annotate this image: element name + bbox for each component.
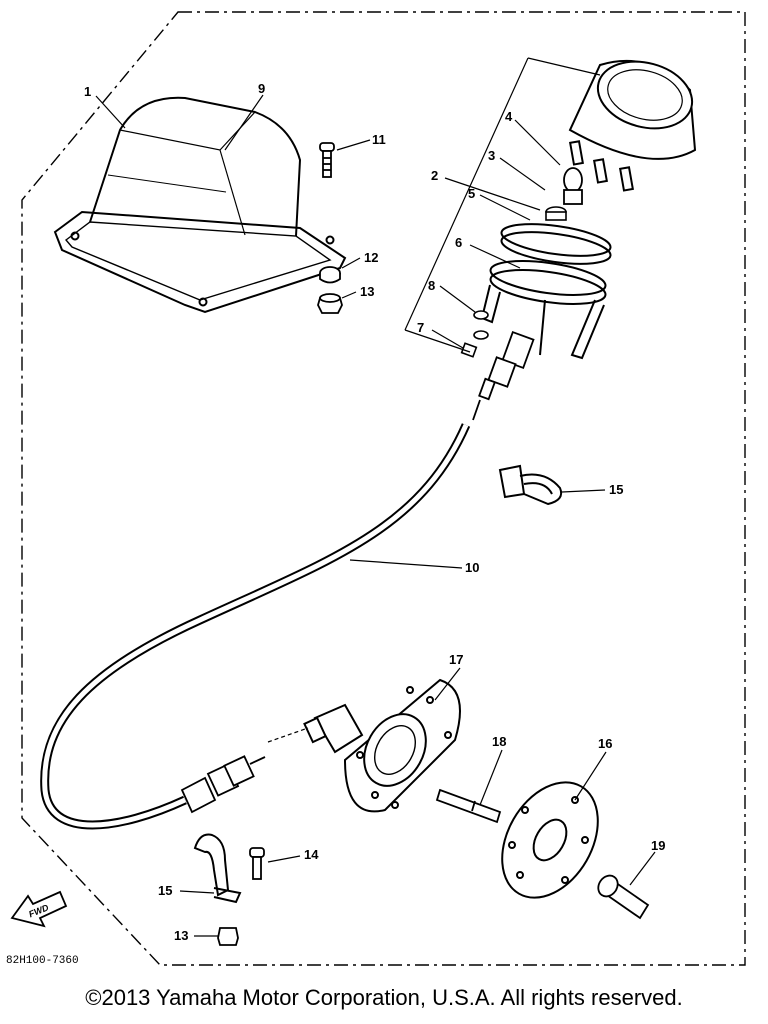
damper-ring-5 bbox=[500, 223, 612, 265]
screw-11 bbox=[319, 142, 335, 178]
assembly-boundary bbox=[21, 11, 746, 966]
nut-13-bottom bbox=[217, 927, 239, 946]
callout-14: 14 bbox=[304, 847, 319, 862]
callout-16: 16 bbox=[598, 736, 612, 751]
callout-15-upper: 15 bbox=[609, 482, 623, 497]
cable-fitting-upper bbox=[472, 330, 535, 421]
meter-cover bbox=[53, 96, 347, 314]
callout-9: 9 bbox=[258, 81, 265, 96]
cable-clamp-15-lower bbox=[193, 833, 242, 904]
cable-fitting-lower bbox=[180, 755, 266, 814]
fwd-arrow-icon: FWD bbox=[10, 890, 68, 928]
copyright-notice: ©2013 Yamaha Motor Corporation, U.S.A. A… bbox=[85, 985, 683, 1010]
pin-19 bbox=[597, 874, 650, 920]
callout-3: 3 bbox=[488, 148, 495, 163]
callout-17: 17 bbox=[449, 652, 463, 667]
callout-13-top: 13 bbox=[360, 284, 374, 299]
meter-bracket-6 bbox=[480, 260, 607, 360]
reference-code: 82H100-7360 bbox=[6, 955, 79, 967]
drive-disc-16 bbox=[501, 781, 599, 899]
callout-4: 4 bbox=[505, 109, 513, 124]
callout-1: 1 bbox=[84, 84, 91, 99]
parts-diagram: FWD 1 2 3 4 5 6 7 bbox=[6, 11, 746, 967]
speedometer bbox=[568, 59, 697, 192]
callout-8: 8 bbox=[428, 278, 435, 293]
callout-6: 6 bbox=[455, 235, 462, 250]
callout-labels: 1 2 3 4 5 6 7 8 9 10 11 12 13 13 14 15 1… bbox=[84, 81, 665, 943]
callout-15-lower: 15 bbox=[158, 883, 172, 898]
socket-4 bbox=[545, 206, 567, 221]
grommet-12 bbox=[319, 266, 341, 284]
nut-7 bbox=[460, 342, 478, 358]
callout-2: 2 bbox=[431, 168, 438, 183]
drive-gear-unit-17 bbox=[303, 678, 461, 813]
callout-18: 18 bbox=[492, 734, 506, 749]
callout-12: 12 bbox=[364, 250, 378, 265]
callout-19: 19 bbox=[651, 838, 665, 853]
nut-13-top bbox=[317, 293, 343, 314]
callout-5: 5 bbox=[468, 186, 475, 201]
callout-13-bottom: 13 bbox=[174, 928, 188, 943]
callout-11: 11 bbox=[372, 132, 386, 147]
screw-14 bbox=[249, 847, 265, 880]
washer-8 bbox=[473, 310, 489, 340]
shaft-18 bbox=[435, 788, 502, 824]
leader-lines bbox=[95, 57, 656, 937]
cable-clamp-15-upper bbox=[498, 464, 563, 506]
callout-10: 10 bbox=[465, 560, 479, 575]
meter-lamp-3 bbox=[563, 167, 583, 205]
callout-7: 7 bbox=[417, 320, 424, 335]
